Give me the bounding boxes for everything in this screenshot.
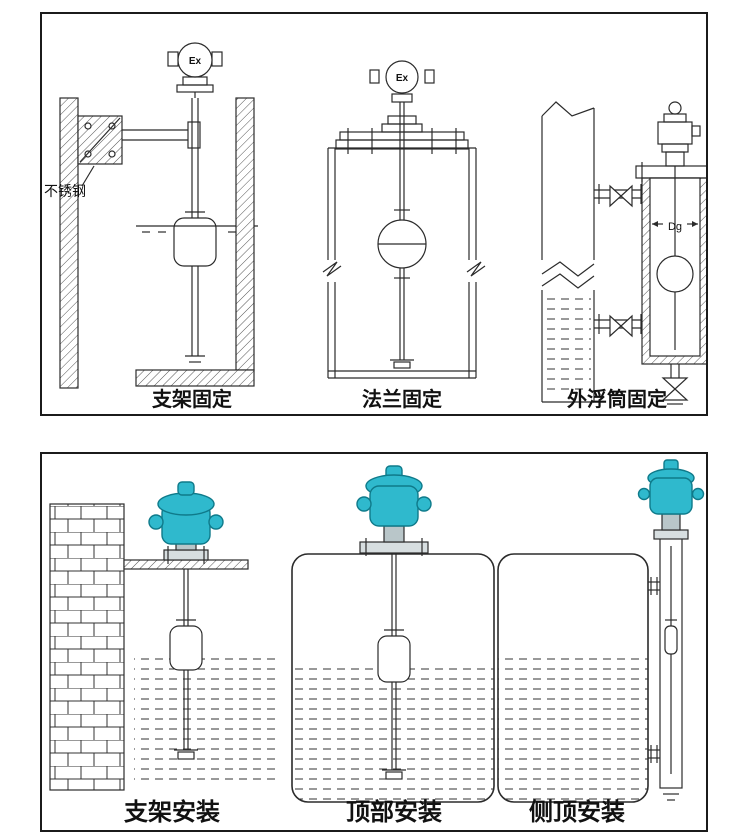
wall-section [59, 97, 79, 389]
valve-symbol [609, 184, 622, 208]
bottom-connection-pipe [594, 314, 642, 338]
ex-transmitter-head [369, 60, 435, 103]
caption-bracket-install: 支架安装 [124, 798, 220, 826]
installation-methods-panel: 支架安装 顶部安装 侧顶安装 [40, 452, 708, 832]
liquid-fill [545, 298, 591, 398]
caption-bracket-fixing: 支架固定 [152, 387, 232, 411]
drawing-bracket-fixing: Ex [59, 42, 258, 389]
top-connection [648, 577, 660, 595]
mounting-flange [163, 549, 209, 561]
fixing-methods-panel: Ex [40, 12, 708, 416]
caption-external-chamber-fixing: 外浮筒固定 [567, 387, 667, 411]
float-ball [656, 255, 694, 293]
mounting-flange [653, 529, 689, 540]
vessel-floor [135, 369, 255, 387]
liquid-fill [292, 666, 494, 802]
ex-marking: Ex [189, 56, 202, 67]
drawing-top-install [291, 465, 495, 803]
caption-top-install: 顶部安装 [346, 798, 442, 826]
bracket-platform [123, 559, 249, 570]
ex-marking: Ex [396, 73, 409, 84]
flange-plates [335, 115, 469, 154]
tank-wall-band [539, 101, 597, 403]
fixing-methods-drawing: Ex [44, 42, 706, 411]
top-connection-pipe [594, 184, 642, 208]
drawing-flange-fixing [322, 60, 486, 379]
liquid-fill [134, 650, 276, 786]
smart-transmitter-head [148, 481, 224, 545]
caption-flange-fixing: 法兰固定 [362, 387, 442, 411]
stainless-steel-label: 不锈钢 [44, 183, 86, 199]
float-body [377, 635, 411, 683]
drain-valve [661, 364, 689, 405]
drawing-side-top-install [497, 459, 705, 803]
bottom-connection [648, 745, 660, 763]
chamber-flange [635, 165, 706, 179]
drawing-external-chamber-fixing [539, 101, 706, 405]
float-body [664, 625, 678, 655]
float-body [169, 625, 203, 671]
valve-symbol [620, 184, 633, 208]
drawing-bracket-install [49, 481, 276, 791]
float-body [173, 217, 217, 267]
ex-transmitter-head [167, 42, 223, 98]
vessel-wall [235, 97, 255, 371]
brick-wall [49, 503, 125, 791]
caption-side-top-install: 侧顶安装 [529, 798, 625, 826]
mounting-flange [359, 541, 429, 554]
diameter-label: Dg [668, 221, 682, 233]
bracket-arm [122, 121, 201, 149]
valve-symbol [620, 314, 633, 338]
smart-transmitter-head [637, 459, 705, 515]
transmitter-head [657, 101, 701, 167]
installation-methods-drawing: 支架安装 顶部安装 侧顶安装 [49, 459, 705, 826]
smart-transmitter-head [356, 465, 432, 527]
liquid-fill [498, 652, 648, 802]
valve-symbol [609, 314, 622, 338]
